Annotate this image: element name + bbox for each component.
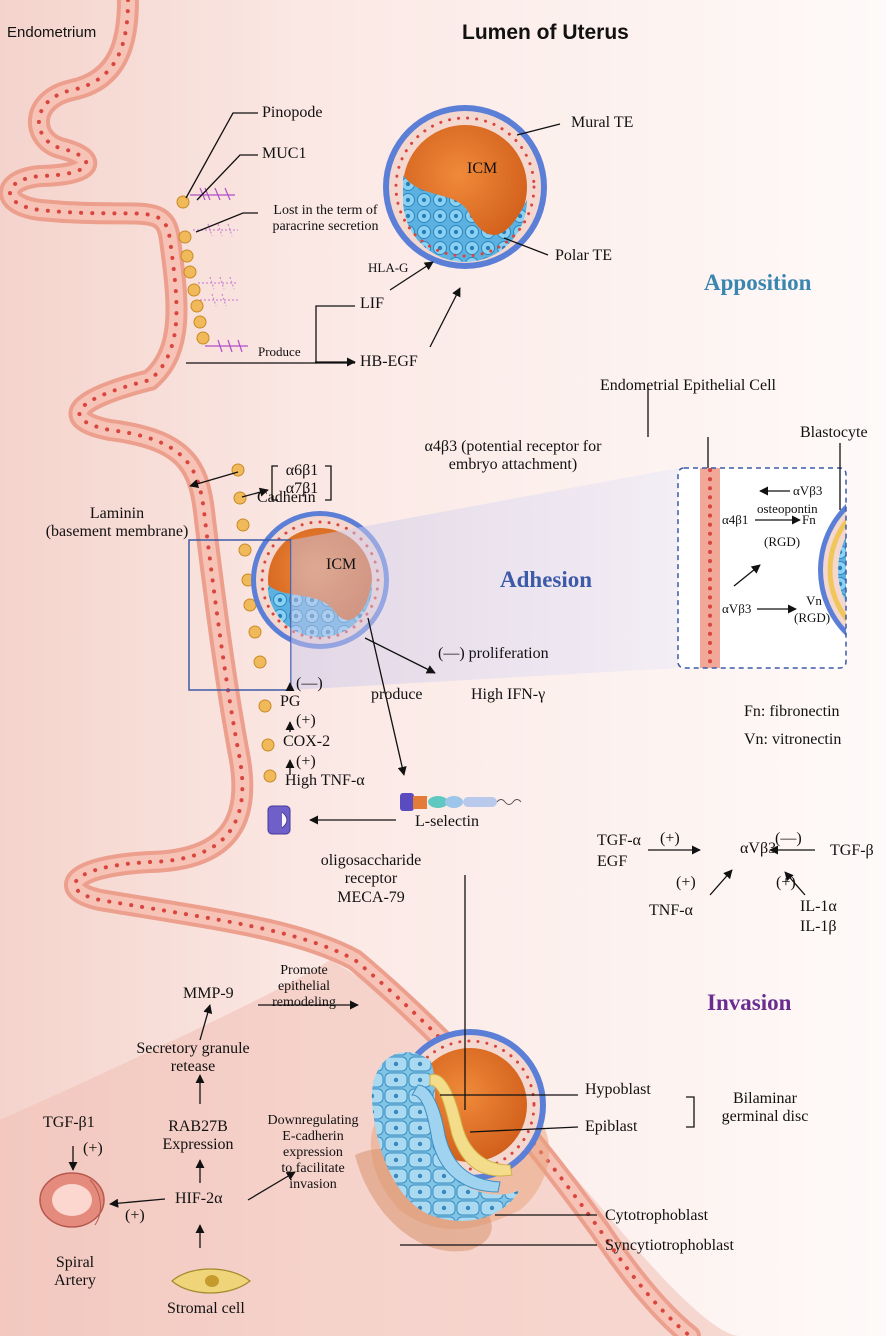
pg-negative-sign: (—) bbox=[296, 675, 323, 692]
pg-label: PG bbox=[280, 693, 301, 710]
apposition-stage-label: Apposition bbox=[704, 270, 812, 295]
pinopode-label: Pinopode bbox=[262, 104, 323, 121]
pinopode-group bbox=[176, 195, 210, 345]
inset-avb3-bottom: αVβ3 bbox=[722, 601, 752, 616]
cadherin-label: Cadherin bbox=[257, 489, 316, 506]
osteopontin-label: osteopontin bbox=[757, 501, 818, 516]
regulation-plus-bl: (+) bbox=[676, 874, 696, 891]
lif-label: LIF bbox=[360, 295, 384, 312]
high-ifn-label: High IFN-γ bbox=[471, 686, 546, 703]
regulation-plus-br: (+) bbox=[776, 874, 796, 891]
regulation-tgfa: TGF-α bbox=[597, 832, 641, 849]
legend-vn: Vn: vitronectin bbox=[744, 731, 842, 748]
icm-label-apposition: ICM bbox=[467, 160, 498, 177]
epiblast-label: Epiblast bbox=[585, 1118, 638, 1135]
epithelial-cell-label: Endometrial Epithelial Cell bbox=[600, 377, 776, 394]
muc1-group bbox=[190, 187, 248, 353]
high-tnf-label: High TNF-α bbox=[285, 772, 365, 789]
inset-fn: Fn bbox=[802, 512, 816, 527]
mmp9-label: MMP-9 bbox=[183, 985, 234, 1002]
legend-fn: Fn: fibronectin bbox=[744, 703, 840, 720]
inset-rgd-2: (RGD) bbox=[794, 610, 831, 625]
spiral-artery bbox=[39, 1172, 105, 1228]
l-selectin-molecule bbox=[400, 793, 522, 811]
produce-label: Produce bbox=[258, 344, 301, 359]
tnf-positive-sign: (+) bbox=[296, 753, 316, 770]
hif-plus: (+) bbox=[125, 1207, 145, 1224]
regulation-center: αVβ3 bbox=[740, 840, 777, 857]
inset-vn: Vn bbox=[806, 593, 822, 608]
stromal-cell-label: Stromal cell bbox=[167, 1300, 245, 1317]
blastocyte-label: Blastocyte bbox=[800, 424, 868, 441]
endometrium-label: Endometrium bbox=[7, 24, 97, 41]
figure-title: Lumen of Uterus bbox=[462, 21, 629, 44]
hb-egf-label: HB-EGF bbox=[360, 353, 418, 370]
regulation-plus-left: (+) bbox=[660, 830, 680, 847]
inset-rgd-1: (RGD) bbox=[764, 534, 801, 549]
invasion-embryo bbox=[355, 1029, 550, 1252]
regulation-tnfa: TNF-α bbox=[649, 902, 693, 919]
muc1-label: MUC1 bbox=[262, 145, 307, 162]
regulation-egf: EGF bbox=[597, 853, 628, 870]
tgfb1-label: TGF-β1 bbox=[43, 1114, 95, 1131]
produce-label-adhesion: produce bbox=[371, 686, 423, 703]
tgfb1-plus: (+) bbox=[83, 1140, 103, 1157]
syncytiotrophoblast-label: Syncytiotrophoblast bbox=[605, 1237, 734, 1254]
blastocyst-apposition bbox=[383, 105, 547, 269]
inset-a4b1: α4β1 bbox=[722, 512, 749, 527]
hypoblast-label: Hypoblast bbox=[585, 1081, 651, 1098]
cox2-positive-sign: (+) bbox=[296, 712, 316, 729]
l-selectin-label: L-selectin bbox=[415, 813, 479, 830]
regulation-il1a: IL-1α bbox=[800, 898, 837, 915]
cox2-label: COX-2 bbox=[283, 733, 331, 750]
invasion-stage-label: Invasion bbox=[707, 990, 792, 1015]
regulation-tgfb: TGF-β bbox=[830, 842, 874, 859]
leader-lines bbox=[185, 112, 841, 1246]
zoom-projection bbox=[291, 468, 678, 690]
icm-label-adhesion: ICM bbox=[326, 556, 357, 573]
adhesion-stage-label: Adhesion bbox=[500, 567, 593, 592]
zoom-inset bbox=[677, 467, 847, 669]
arrows bbox=[68, 261, 815, 1248]
negative-proliferation-label: (—) proliferation bbox=[438, 645, 549, 662]
hla-g-label: HLA-G bbox=[368, 260, 409, 275]
hif2a-label: HIF-2α bbox=[175, 1190, 223, 1207]
polar-te-label: Polar TE bbox=[555, 247, 613, 264]
mural-te-label: Mural TE bbox=[571, 114, 634, 131]
cytotrophoblast-label: Cytotrophoblast bbox=[605, 1207, 709, 1224]
meca79-receptor bbox=[267, 805, 291, 835]
laminin-label: Laminin(basement membrane) bbox=[45, 505, 189, 541]
regulation-il1b: IL-1β bbox=[800, 918, 837, 935]
stromal-cell bbox=[171, 1268, 251, 1294]
inset-avb3-top: αVβ3 bbox=[793, 483, 823, 498]
regulation-minus-right: (—) bbox=[775, 830, 802, 847]
